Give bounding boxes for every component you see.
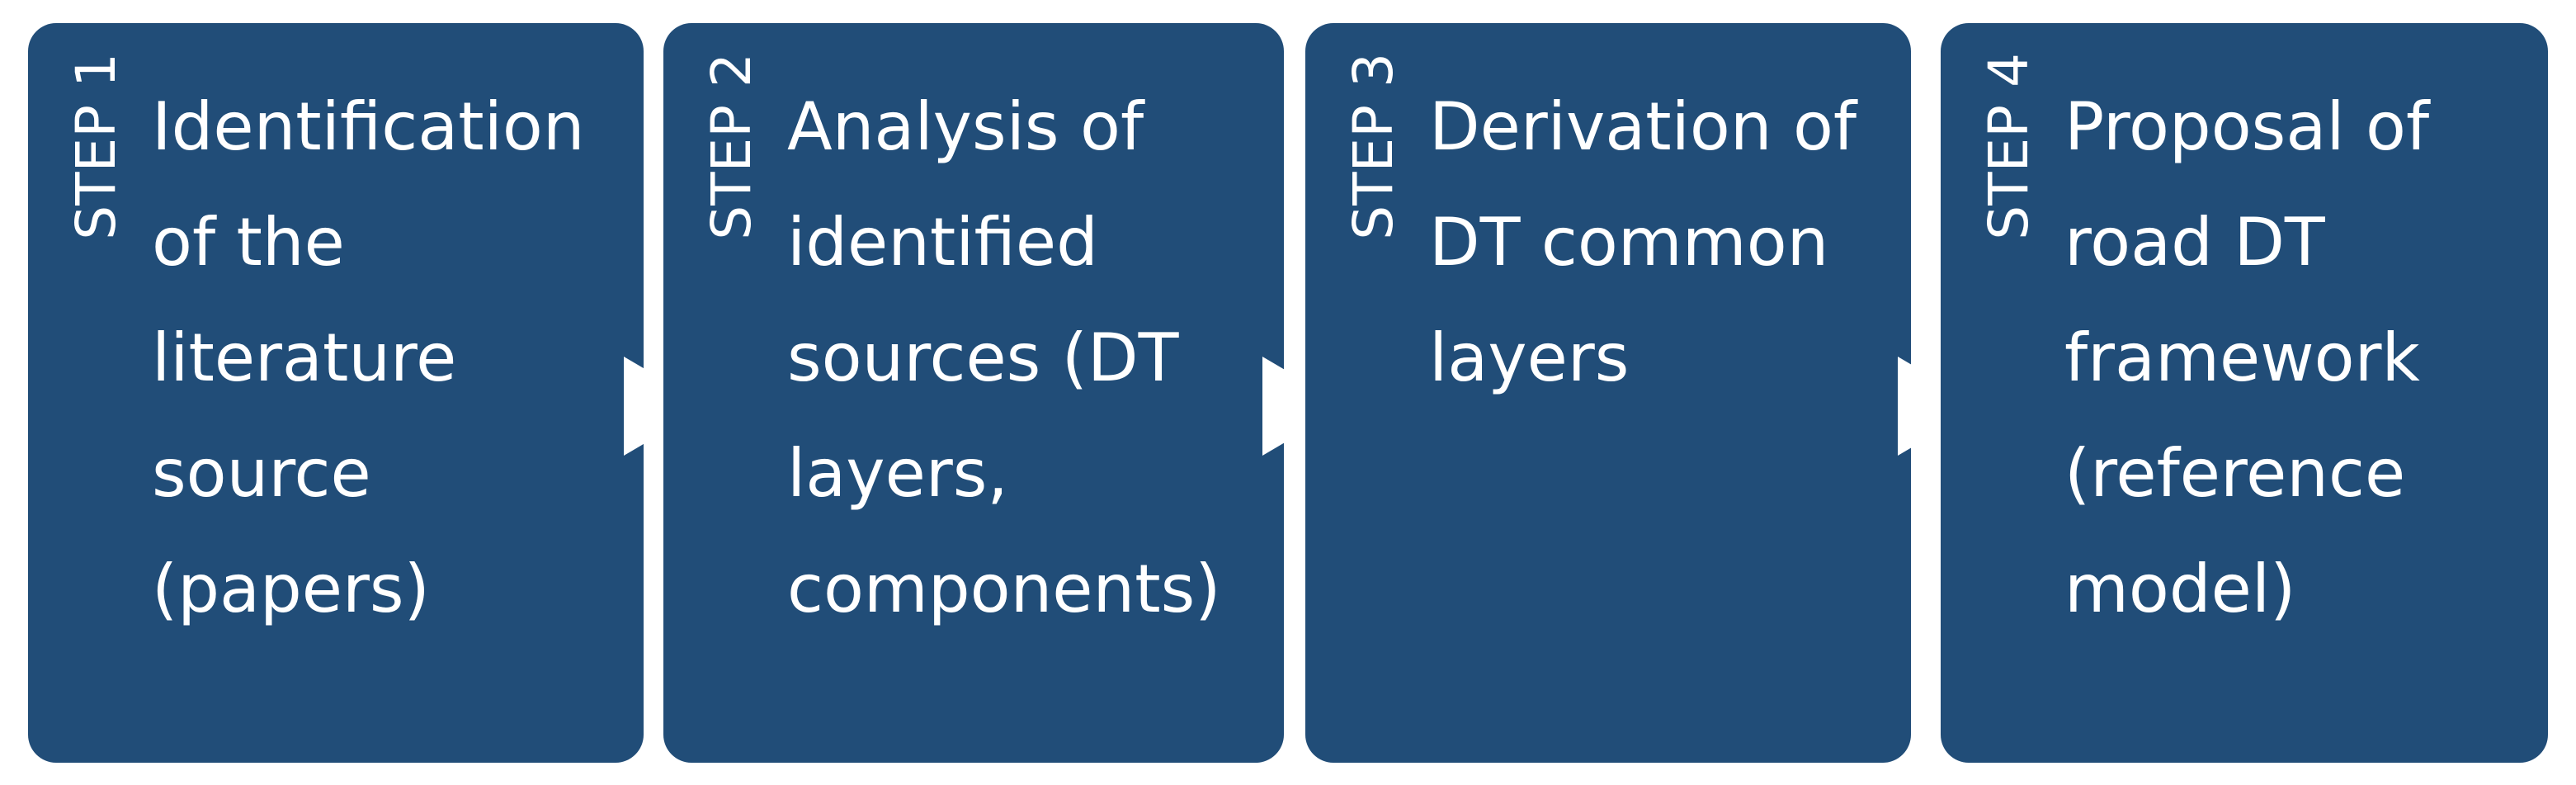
step-2-line: sources (DT — [787, 319, 1179, 396]
step-2-line: layers, — [787, 435, 1008, 512]
step-1-description: Identification of the literature source … — [152, 69, 630, 647]
step-2-line: components) — [787, 551, 1221, 627]
step-3-label: STEP 3 — [1342, 53, 1405, 240]
step-4-label: STEP 4 — [1977, 53, 2041, 240]
step-2-line: identified — [787, 204, 1098, 281]
step-4-line: model) — [2064, 551, 2296, 627]
step-1-line: of the — [152, 204, 345, 281]
step-1-label: STEP 1 — [64, 53, 128, 240]
step-4-box: STEP 4 Proposal of road DT framework (re… — [1941, 23, 2548, 763]
step-2-label: STEP 2 — [700, 53, 763, 240]
step-2-box: STEP 2 Analysis of identified sources (D… — [663, 23, 1284, 763]
step-4-line: (reference — [2064, 435, 2406, 512]
step-3-line: DT common — [1429, 204, 1829, 281]
step-1-line: source — [152, 435, 371, 512]
step-3-line: layers — [1429, 319, 1630, 396]
step-3-box: STEP 3 Derivation of DT common layers — [1305, 23, 1911, 763]
step-1-line: (papers) — [152, 551, 430, 627]
step-2-line: Analysis of — [787, 88, 1144, 165]
step-1-line: Identification — [152, 88, 585, 165]
step-2-description: Analysis of identified sources (DT layer… — [787, 69, 1266, 647]
step-4-line: Proposal of — [2064, 88, 2430, 165]
step-1-line: literature — [152, 319, 457, 396]
step-4-description: Proposal of road DT framework (reference… — [2064, 69, 2543, 647]
step-4-line: framework — [2064, 319, 2420, 396]
step-3-description: Derivation of DT common layers — [1429, 69, 1908, 416]
step-4-line: road DT — [2064, 204, 2325, 281]
step-1-box: STEP 1 Identification of the literature … — [28, 23, 644, 763]
step-3-line: Derivation of — [1429, 88, 1857, 165]
